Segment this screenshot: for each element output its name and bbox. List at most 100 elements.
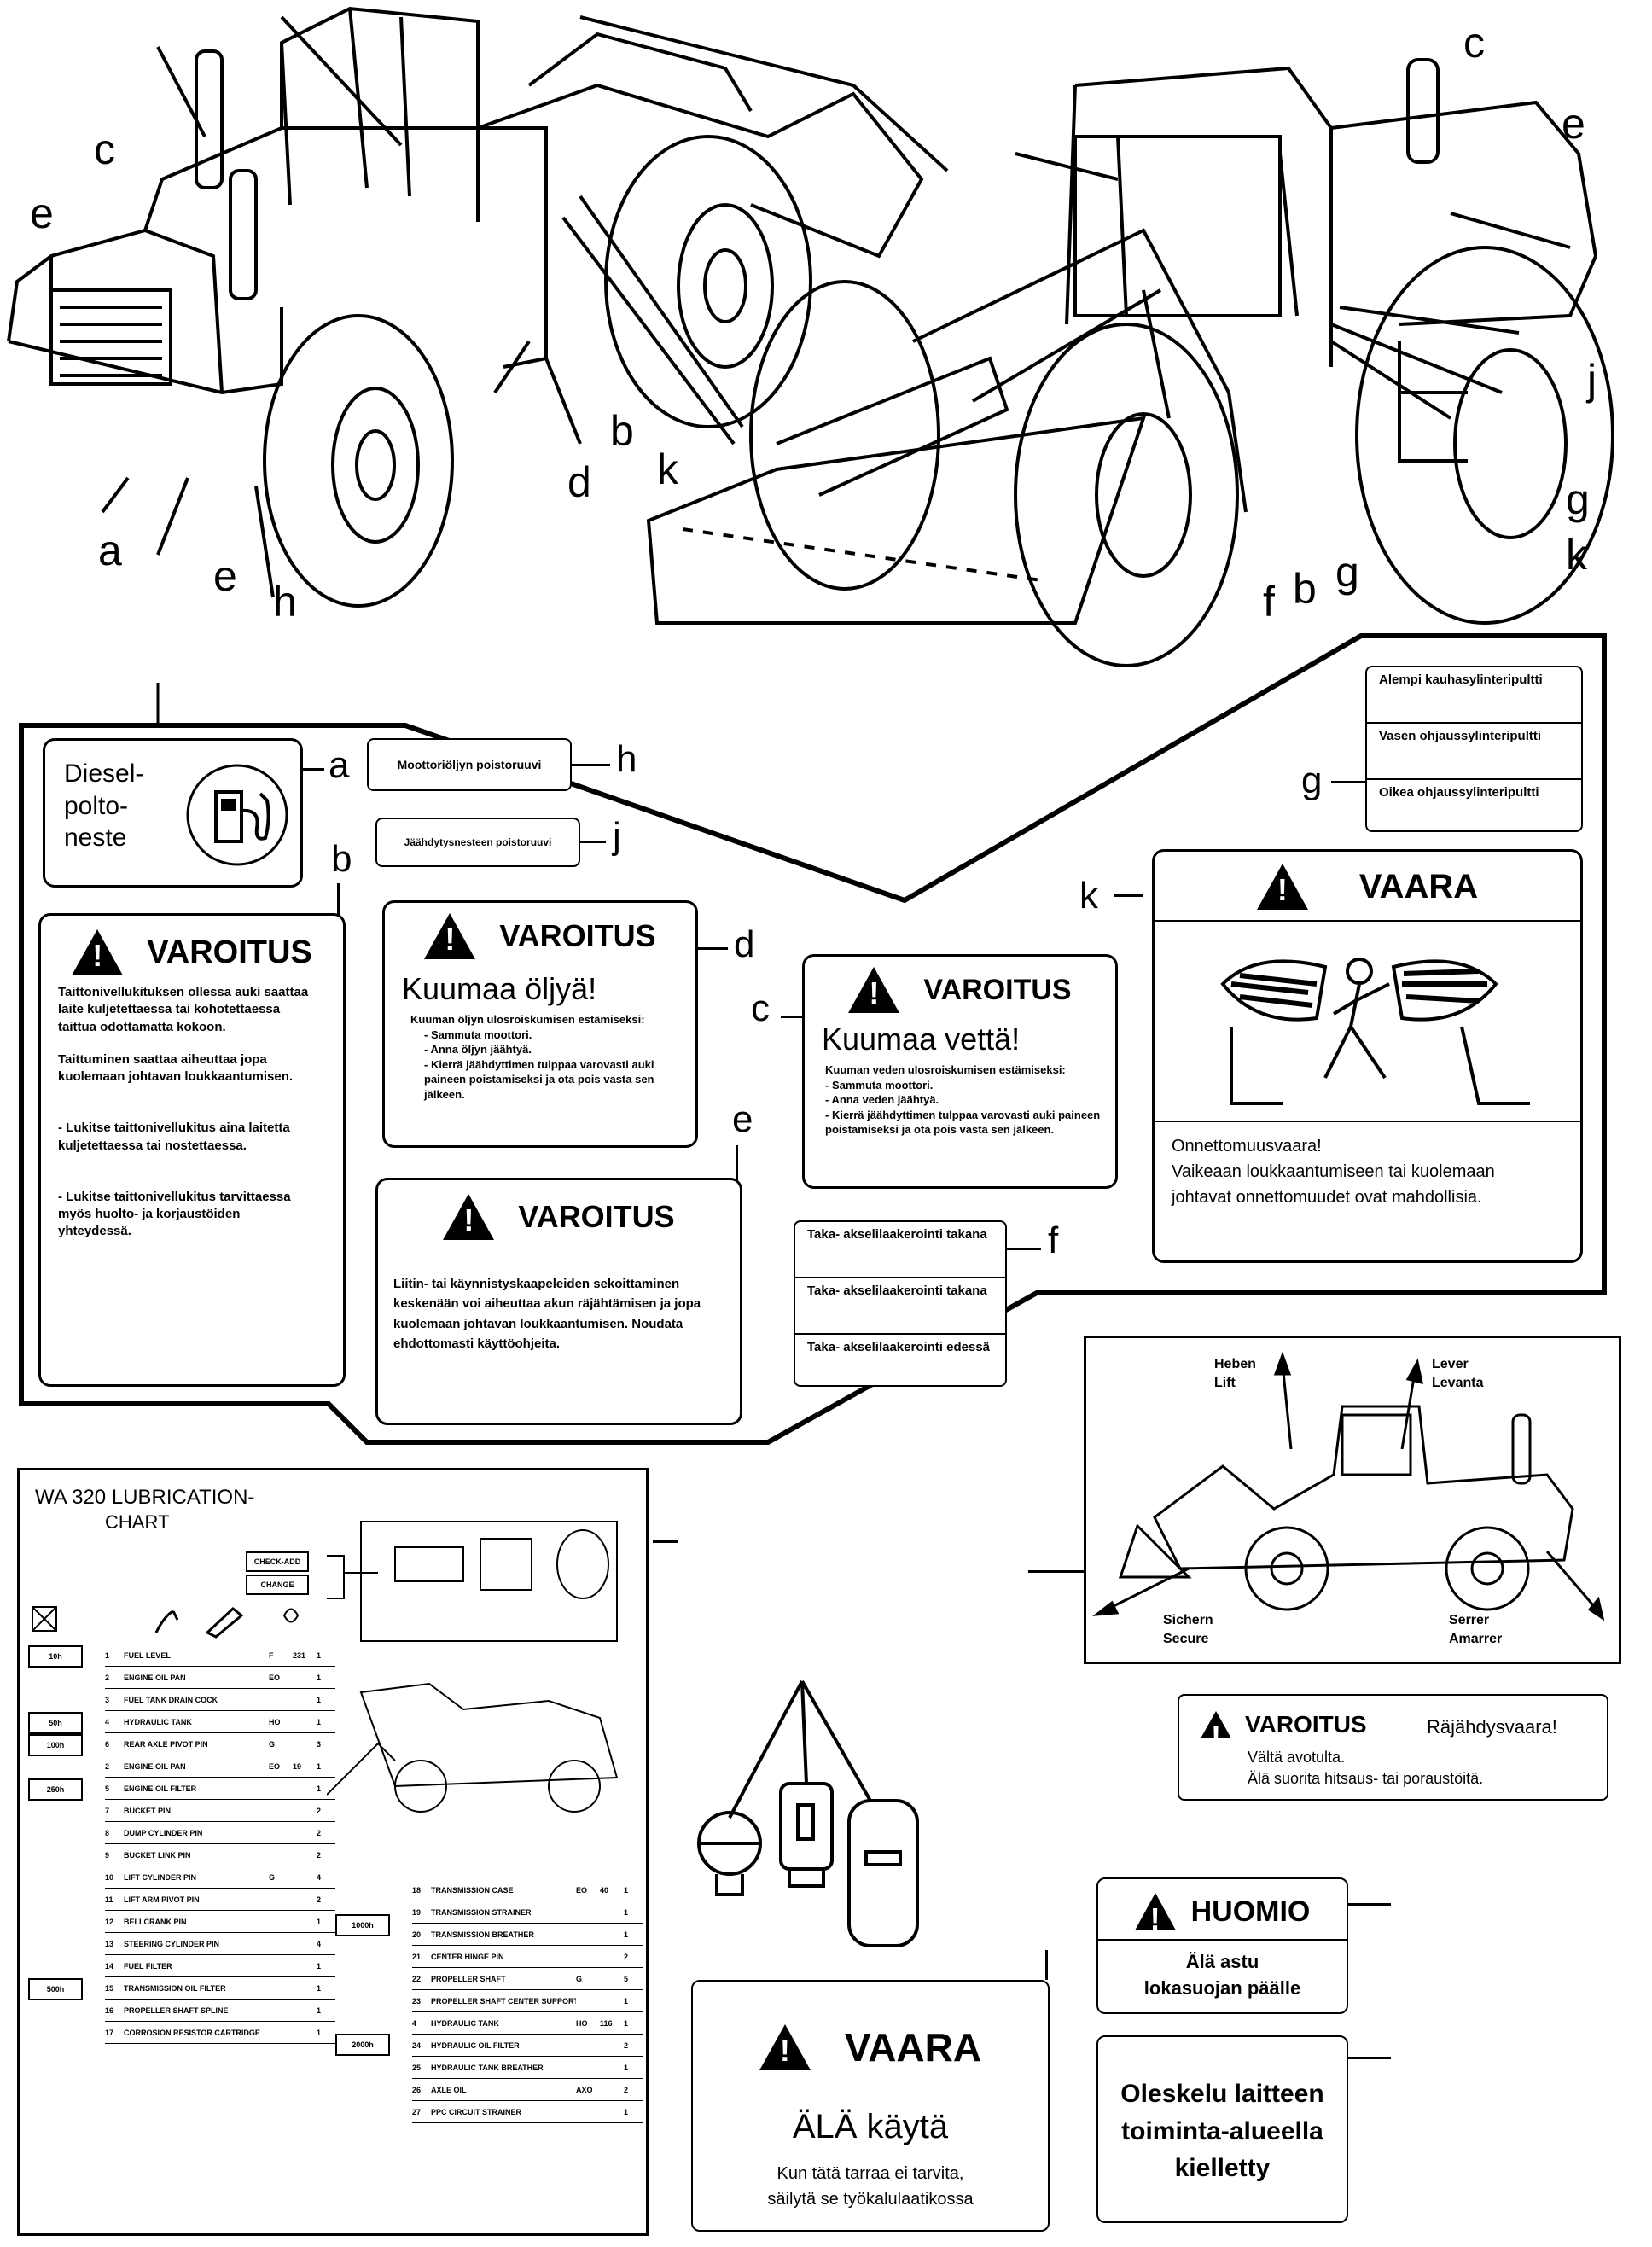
lubrication-cell-no: 18 xyxy=(412,1886,422,1895)
decal-e-battery-cable-warning: VAROITUS Liitin- tai käynnistyskaapeleid… xyxy=(375,1178,742,1425)
lubrication-cell-item: HYDRAULIC TANK xyxy=(124,1718,192,1726)
lubrication-cell-item: FUEL LEVEL xyxy=(124,1651,171,1660)
lubrication-cell-no: 13 xyxy=(105,1940,114,1948)
decal-h-engine-oil-drain: Moottoriöljyn poistoruuvi xyxy=(367,738,572,791)
decal-b-paragraph-3: - Lukitse taittonivellukitus aina laitet… xyxy=(58,1121,290,1153)
lubrication-cell-no: 5 xyxy=(105,1784,110,1793)
decal-k-crush-danger: VAARA Onnettomuusvaara! Vaikeaan loukkaa… xyxy=(1152,849,1583,1263)
lubrication-cell-item: PPC CIRCUIT STRAINER xyxy=(431,2108,522,2116)
decal-k-line-1: Onnettomuusvaara! xyxy=(1172,1137,1322,1156)
lubrication-cell-item: ENGINE OIL PAN xyxy=(124,1762,186,1771)
fuel-pump-icon xyxy=(186,764,288,866)
decal-b-paragraph-2: Taittuminen saattaa aiheuttaa jopa kuole… xyxy=(58,1051,294,1084)
callout-c-right: c xyxy=(1463,19,1485,67)
warning-triangle-icon xyxy=(1256,864,1308,910)
lubrication-cell-qty: 19 xyxy=(293,1762,302,1771)
lubrication-cell-pts: 1 xyxy=(317,2029,322,2037)
lubrication-cell-no: 22 xyxy=(412,1975,422,1983)
lubrication-cell-no: 2 xyxy=(105,1762,110,1771)
lubrication-cell-item: HYDRAULIC OIL FILTER xyxy=(431,2041,520,2050)
lubrication-cell-item: STEERING CYLINDER PIN xyxy=(124,1940,220,1948)
decal-b-paragraph-1: Taittonivellukituksen ollessa auki saatt… xyxy=(58,985,309,1034)
decal-b-title: VAROITUS xyxy=(147,934,312,970)
decal-f-row-1: Taka- akselilaakerointi takana xyxy=(795,1222,1005,1278)
huomio-line-1: Älä astu xyxy=(1185,1951,1259,1972)
warning-triangle-icon xyxy=(424,913,476,959)
lubrication-cell-item: FUEL FILTER xyxy=(124,1962,172,1970)
lubrication-cell-pts: 1 xyxy=(317,2006,322,2015)
explosion-line-1: Vältä avotulta. xyxy=(1248,1749,1346,1766)
callout-f-decal: f xyxy=(1048,1220,1059,1261)
callout-b-right: b xyxy=(1293,565,1317,613)
callout-b-decal: b xyxy=(331,838,352,880)
lubrication-cell-pts: 2 xyxy=(317,1895,322,1904)
lubrication-cell-item: TRANSMISSION BREATHER xyxy=(431,1930,534,1939)
diesel-line-1: Diesel- xyxy=(64,760,144,788)
lubrication-cell-pts: 5 xyxy=(624,1975,629,1983)
lubrication-cell-no: 12 xyxy=(105,1918,114,1926)
decal-explosion-warning: VAROITUS Räjähdysvaara! Vältä avotulta. … xyxy=(1178,1694,1608,1801)
decal-g-cylinder-pins: Alempi kauhasylinteripultti Vasen ohjaus… xyxy=(1365,666,1583,832)
secure-label-de: Sichern xyxy=(1163,1613,1213,1627)
oleskelu-line-3: kielletty xyxy=(1174,2154,1271,2182)
lubrication-cell-no: 1 xyxy=(105,1651,110,1660)
decal-do-not-operate: VAARA ÄLÄ käytä Kun tätä tarraa ei tarvi… xyxy=(691,1980,1050,2232)
callout-k-decal: k xyxy=(1079,875,1098,917)
lift-label-en: Lift xyxy=(1214,1375,1236,1390)
decal-group-frame xyxy=(19,633,1607,1445)
callout-e-left: e xyxy=(30,189,54,237)
callout-c-decal: c xyxy=(751,987,770,1029)
lubrication-cell-pts: 2 xyxy=(317,1807,322,1815)
lubrication-cell-no: 21 xyxy=(412,1953,422,1961)
lubrication-cell-pts: 1 xyxy=(317,1674,322,1682)
interval-arrow: 500h xyxy=(28,1978,83,2000)
decal-e-text: Liitin- tai käynnistyskaapeleiden sekoit… xyxy=(393,1277,701,1351)
lubrication-cell-pts: 1 xyxy=(624,1930,629,1939)
decal-j-coolant-drain: Jäähdytysnesteen poistoruuvi xyxy=(375,818,580,867)
lifting-points-plate: Heben Lift Lever Levanta Sichern Secure … xyxy=(1084,1336,1621,1664)
vaara2-line-1: Kun tätä tarraa ei tarvita, xyxy=(777,2164,964,2183)
lubrication-cell-pts: 1 xyxy=(317,1762,322,1771)
secure-label-es: Amarrer xyxy=(1449,1631,1503,1646)
lubrication-cell-item: CORROSION RESISTOR CARTRIDGE xyxy=(124,2029,260,2037)
secure-label-fr: Serrer xyxy=(1449,1613,1490,1627)
lubrication-cell-pts: 1 xyxy=(317,1918,322,1926)
decal-f-rear-axle-bearings: Taka- akselilaakerointi takana Taka- aks… xyxy=(794,1220,1007,1387)
interval-arrow: 100h xyxy=(28,1734,83,1756)
lubrication-cell-item: PROPELLER SHAFT SPLINE xyxy=(124,2006,229,2015)
lubrication-cell-no: 27 xyxy=(412,2108,422,2116)
vaara2-headline: ÄLÄ käytä xyxy=(792,2108,949,2145)
lubrication-cell-item: LIFT ARM PIVOT PIN xyxy=(124,1895,200,1904)
lubrication-cell-no: 15 xyxy=(105,1984,114,1993)
decal-e-title: VAROITUS xyxy=(518,1199,675,1234)
lubrication-cell-pts: 4 xyxy=(317,1873,322,1882)
oleskelu-line-1: Oleskelu laitteen xyxy=(1120,2080,1324,2108)
decal-c-item-2: - Anna veden jäähtyä. xyxy=(825,1093,939,1107)
check-add-key: CHECK-ADD xyxy=(246,1551,309,1572)
vaara2-title: VAARA xyxy=(844,2025,982,2069)
lubrication-cell-code: G xyxy=(576,1975,583,1983)
decal-c-title: VAROITUS xyxy=(923,973,1072,1006)
lubrication-cell-no: 19 xyxy=(412,1908,422,1917)
decal-k-title: VAARA xyxy=(1358,867,1479,905)
decal-d-item-1: - Sammuta moottori. xyxy=(424,1027,532,1041)
lubrication-cell-code: EO xyxy=(269,1674,281,1682)
lubrication-cell-pts: 1 xyxy=(317,1962,322,1970)
callout-g-right: g xyxy=(1566,475,1590,523)
warning-triangle-icon xyxy=(848,967,900,1013)
decal-d-intro: Kuuman öljyn ulosroiskumisen estämiseksi… xyxy=(410,1013,645,1026)
lubrication-cell-no: 17 xyxy=(105,2029,114,2037)
lubrication-cell-pts: 3 xyxy=(317,1740,322,1749)
